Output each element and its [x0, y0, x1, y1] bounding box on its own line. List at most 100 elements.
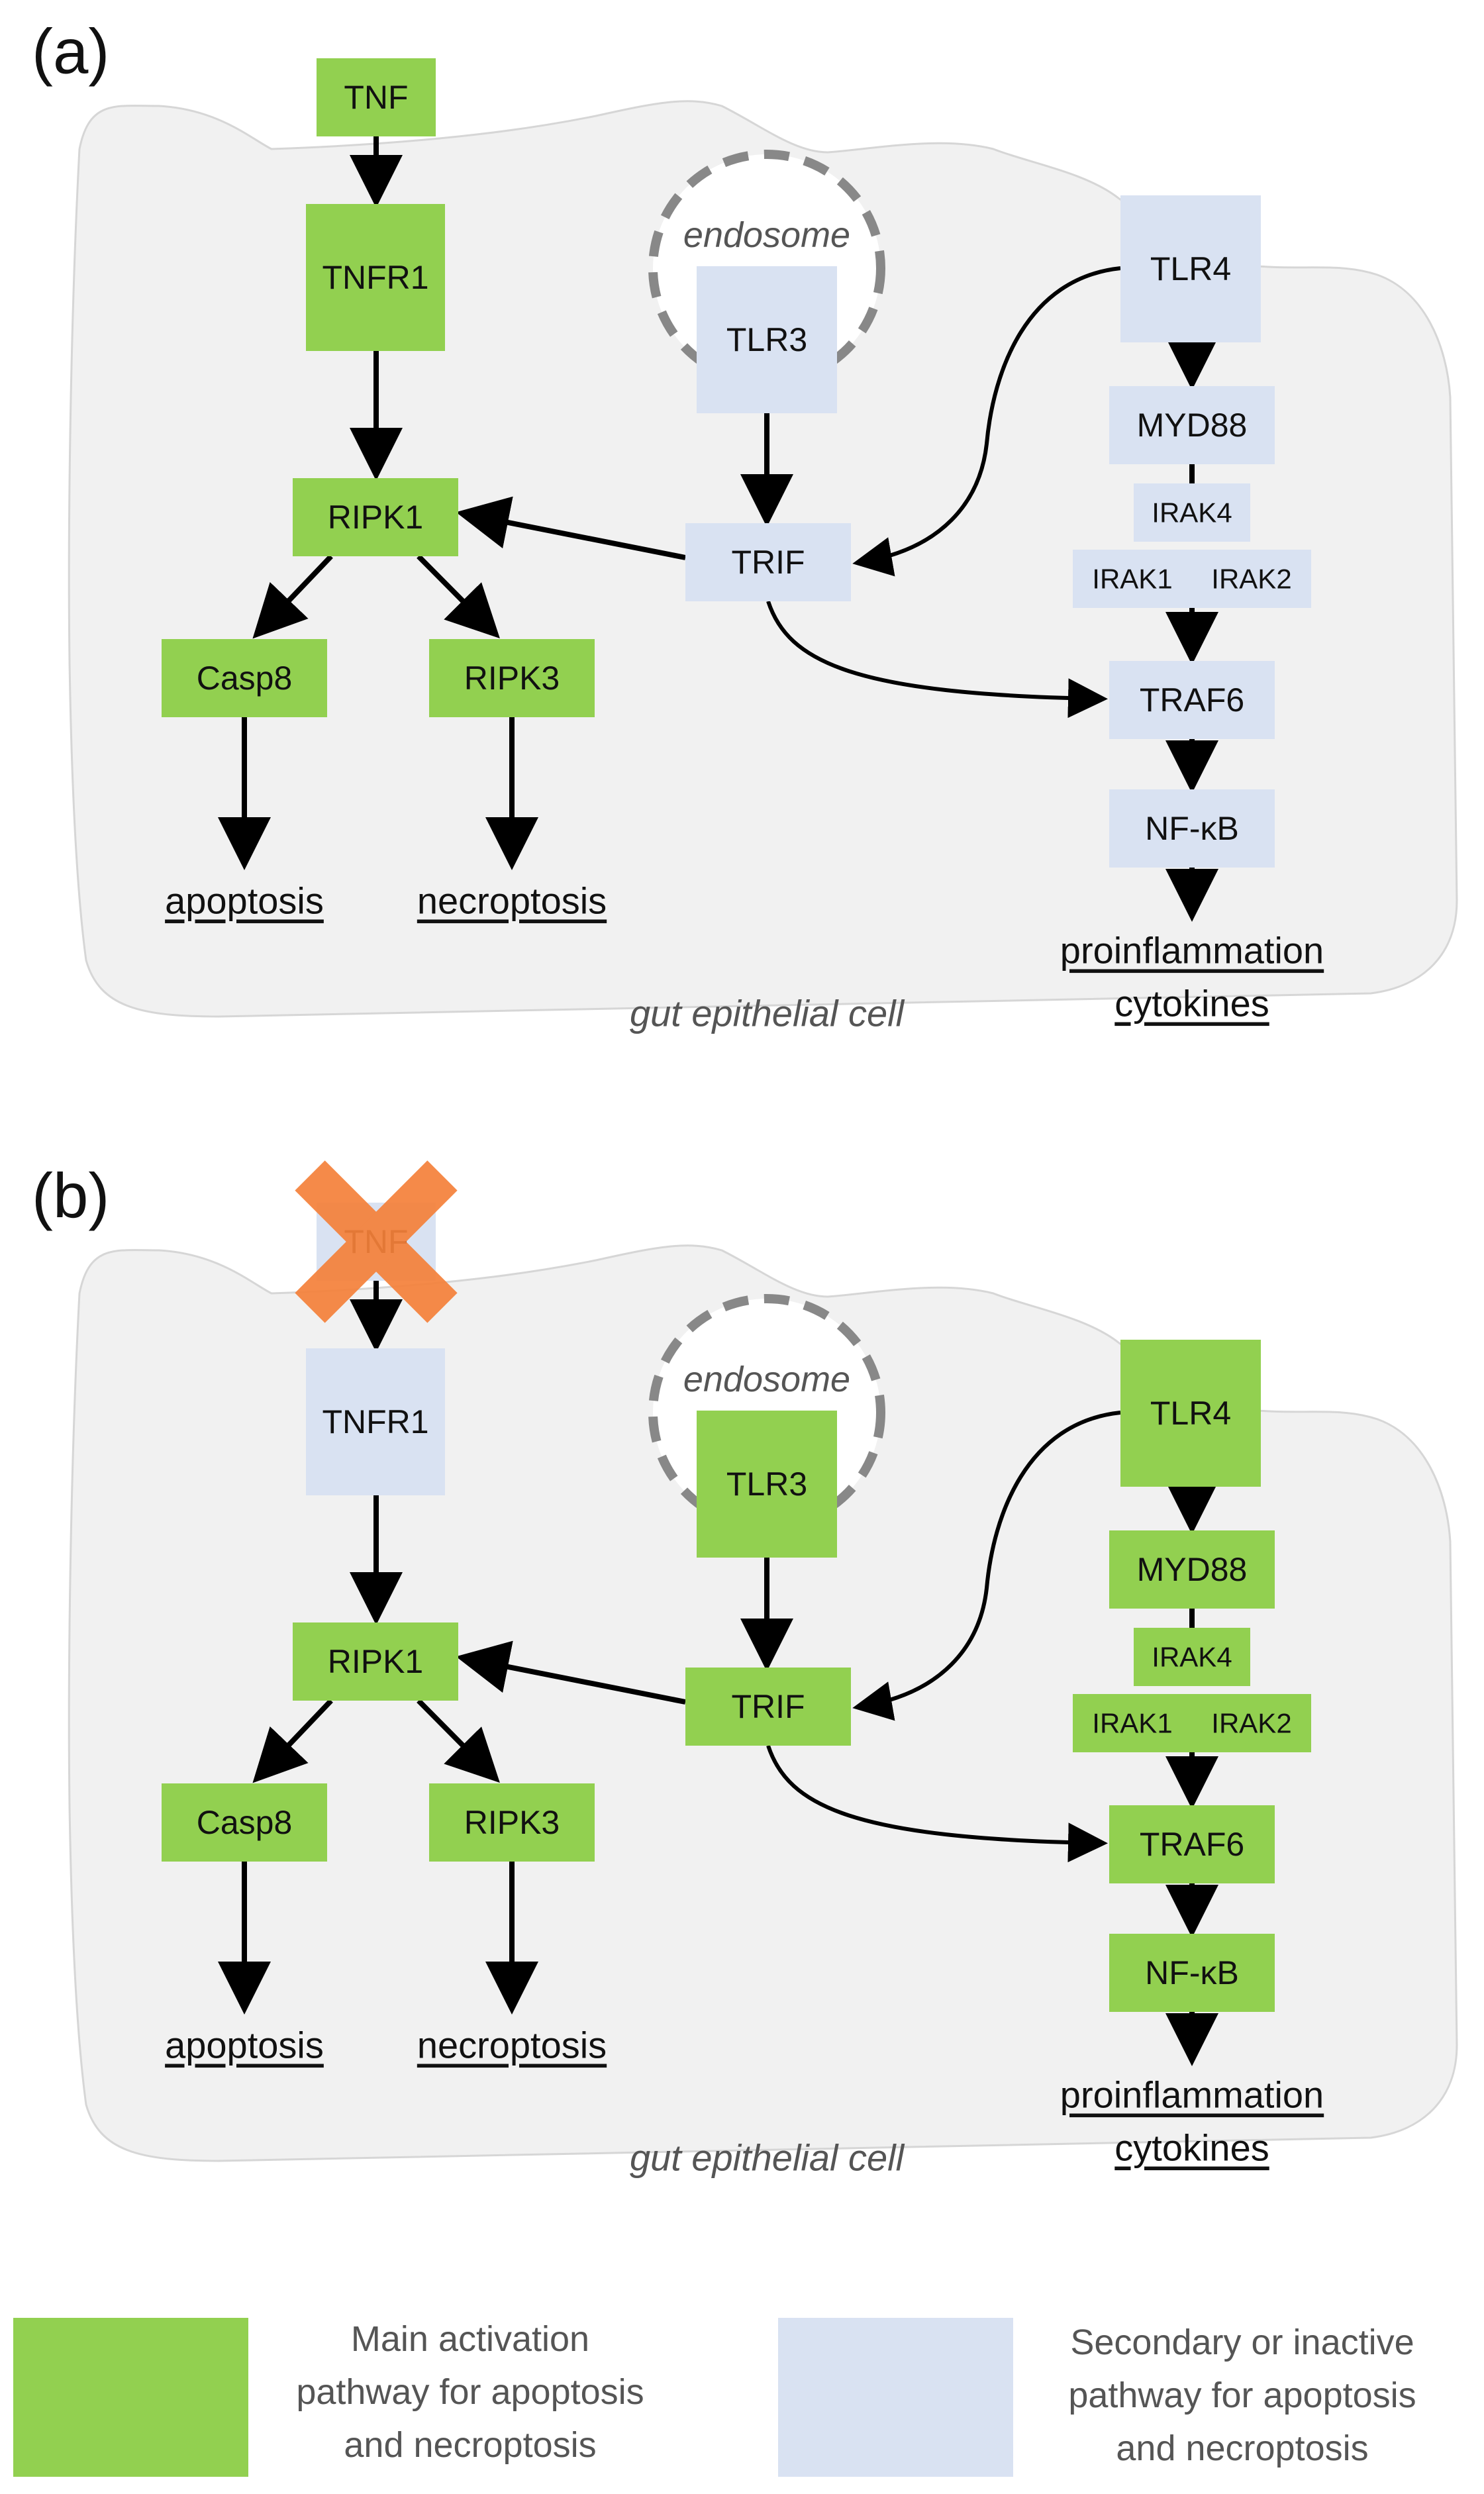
node-irak1-label: IRAK1 [1092, 564, 1172, 595]
node-myd88-label: MYD88 [1137, 407, 1248, 444]
node-casp8-label: Casp8 [197, 660, 293, 697]
node-irak4-box [1134, 1628, 1250, 1686]
node-irak1-box [1073, 550, 1192, 608]
node-myd88-box [1109, 1530, 1275, 1609]
node-tlr4-box [1120, 195, 1261, 342]
legend-secondary-text: Secondary or inactive [1070, 2322, 1414, 2362]
node-tnfr1: TNFR1 [306, 1348, 445, 1495]
node-tlr4-box [1120, 1340, 1261, 1487]
node-irak2-label: IRAK2 [1211, 564, 1291, 595]
node-ripk1: RIPK1 [293, 478, 458, 556]
node-trif-box [685, 523, 851, 601]
node-myd88: MYD88 [1109, 386, 1275, 464]
node-ripk3-box [429, 639, 595, 717]
node-ripk3-box [429, 1783, 595, 1862]
panel-label: (b) [32, 1161, 109, 1232]
edge-ripk1-casp8 [252, 554, 333, 639]
legend-main-swatch [13, 2318, 248, 2477]
node-casp8-label: Casp8 [197, 1804, 293, 1841]
node-tlr4-label: TLR4 [1150, 250, 1231, 287]
edge-trif-ripk1 [456, 496, 686, 560]
node-ripk1-box [293, 1622, 458, 1701]
outcome-apoptosis: apoptosis [165, 2024, 324, 2066]
node-tlr3-box [697, 266, 837, 413]
node-ripk3-label: RIPK3 [464, 660, 560, 697]
node-tlr3: TLR3 [697, 266, 837, 413]
legend-main-text: and necroptosis [344, 2425, 596, 2465]
edge-tlr4-trif [852, 266, 1121, 577]
node-myd88-box [1109, 386, 1275, 464]
node-nfkb-label: NF-κB [1145, 1954, 1239, 1991]
node-nfkb: NF-κB [1109, 789, 1275, 868]
node-irak1-box [1073, 1694, 1192, 1752]
node-nfkb-box [1109, 1934, 1275, 2012]
endosome-label: endosome [683, 215, 850, 255]
outcome-cytokines: cytokines [1114, 2127, 1269, 2169]
node-tnf: TNF [317, 58, 436, 136]
node-irak4-label: IRAK4 [1152, 1642, 1232, 1673]
node-ripk3: RIPK3 [429, 639, 595, 717]
cross-stroke [295, 1160, 458, 1323]
node-trif: TRIF [685, 523, 851, 601]
node-traf6-box [1109, 1805, 1275, 1883]
node-tnf-box [317, 58, 436, 136]
node-myd88: MYD88 [1109, 1530, 1275, 1609]
inhibition-cross-icon [295, 1160, 458, 1323]
legend: Main activation pathway for apoptosis and … [13, 2318, 1416, 2477]
node-irak4-box [1134, 483, 1250, 542]
node-irak2-box [1192, 1694, 1311, 1752]
node-ripk1: RIPK1 [293, 1622, 458, 1701]
outcome-proinflammation: proinflammation [1060, 930, 1324, 972]
node-irak2-box [1192, 550, 1311, 608]
node-traf6-box [1109, 661, 1275, 739]
node-casp8-box [162, 639, 327, 717]
node-irak1-label: IRAK1 [1092, 1708, 1172, 1739]
node-tnfr1-box [306, 204, 445, 351]
node-traf6-label: TRAF6 [1140, 681, 1244, 719]
node-irak4: IRAK4 [1134, 1628, 1250, 1686]
node-traf6: TRAF6 [1109, 1805, 1275, 1883]
node-trif-label: TRIF [731, 1688, 805, 1725]
legend-main-text: pathway for apoptosis [296, 2372, 644, 2412]
node-casp8: Casp8 [162, 639, 327, 717]
node-ripk3: RIPK3 [429, 1783, 595, 1862]
node-tlr3-label: TLR3 [726, 321, 807, 358]
node-tnf-label: TNF [344, 79, 408, 116]
legend-secondary-swatch [778, 2318, 1013, 2477]
node-tlr4: TLR4 [1120, 195, 1261, 342]
node-tnfr1-label: TNFR1 [322, 1403, 428, 1440]
node-myd88-label: MYD88 [1137, 1551, 1248, 1588]
edge-ripk1-ripk3 [417, 1699, 500, 1783]
node-irak4: IRAK4 [1134, 483, 1250, 542]
legend-secondary-text: and necroptosis [1116, 2428, 1368, 2468]
node-tnfr1: TNFR1 [306, 204, 445, 351]
outcome-cytokines: cytokines [1114, 983, 1269, 1024]
node-traf6: TRAF6 [1109, 661, 1275, 739]
edge-tlr4-trif [852, 1411, 1121, 1721]
node-tnfr1-label: TNFR1 [322, 259, 428, 296]
edge-ripk1-ripk3 [417, 554, 500, 639]
endosome-label: endosome [683, 1360, 850, 1399]
node-tlr3-label: TLR3 [726, 1466, 807, 1503]
legend-main-text: Main activation [351, 2319, 589, 2359]
panel-b: (b)endosomeTNFTNFR1RIPK1Casp8RIPK3TLR3TR… [32, 1160, 1458, 2179]
node-irak2-label: IRAK2 [1211, 1708, 1291, 1739]
outcome-proinflammation: proinflammation [1060, 2074, 1324, 2116]
node-trif-label: TRIF [731, 544, 805, 581]
node-nfkb: NF-κB [1109, 1934, 1275, 2012]
node-tlr4-label: TLR4 [1150, 1395, 1231, 1432]
edge-ripk1-casp8 [252, 1699, 333, 1783]
node-nfkb-box [1109, 789, 1275, 868]
node-trif: TRIF [685, 1668, 851, 1746]
node-ripk1-label: RIPK1 [328, 499, 424, 536]
node-nfkb-label: NF-κB [1145, 810, 1239, 847]
node-tnfr1-box [306, 1348, 445, 1495]
node-irak2: IRAK2 [1192, 1694, 1311, 1752]
node-tlr3: TLR3 [697, 1411, 837, 1558]
panel-label: (a) [32, 17, 109, 87]
edge-trif-traf6 [766, 1745, 1108, 1863]
node-tlr3-box [697, 1411, 837, 1558]
cell-label: gut epithelial cell [630, 2137, 905, 2179]
